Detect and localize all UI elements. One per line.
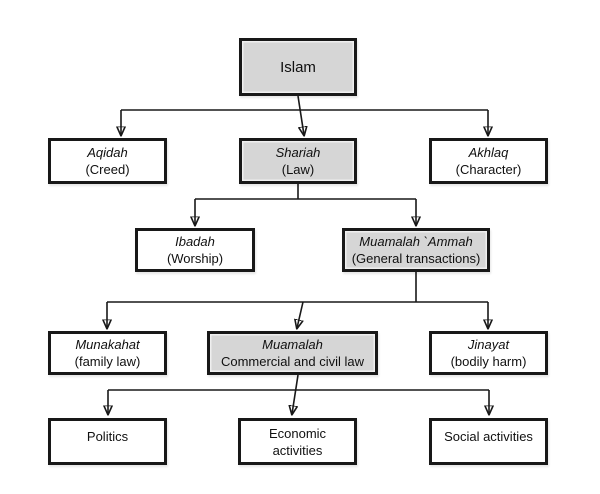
- node-sublabel: activities: [272, 442, 323, 458]
- edges-from-islam: [121, 95, 488, 135]
- node-social-activities: Social activities: [429, 418, 548, 465]
- node-label: Economic: [268, 425, 327, 441]
- node-label: Muamalah `Ammah: [359, 234, 473, 249]
- node-sublabel: (General transactions): [351, 251, 481, 266]
- node-munakahat: Munakahat (family law): [48, 331, 167, 375]
- edge-line: [297, 95, 304, 135]
- node-label: Akhlaq: [468, 145, 509, 160]
- edges-from-muamalah: [108, 374, 489, 414]
- node-sublabel: (family law): [74, 354, 141, 369]
- node-label: Shariah: [275, 145, 321, 160]
- node-akhlaq: Akhlaq (Character): [429, 138, 548, 184]
- node-politics: Politics: [48, 418, 167, 465]
- node-islam: Islam: [239, 38, 357, 96]
- node-label: Aqidah: [87, 145, 128, 160]
- node-shariah: Shariah (Law): [239, 138, 357, 184]
- node-label: Social activities: [444, 429, 533, 444]
- node-label: Islam: [280, 58, 316, 76]
- node-label: Ibadah: [175, 234, 215, 249]
- node-sublabel: Commercial and civil law: [220, 354, 365, 369]
- node-muamalah-ammah: Muamalah `Ammah (General transactions): [342, 228, 490, 272]
- node-aqidah: Aqidah (Creed): [48, 138, 167, 184]
- node-sublabel: (bodily harm): [450, 354, 527, 369]
- node-muamalah: Muamalah Commercial and civil law: [207, 331, 378, 375]
- node-label: Munakahat: [75, 337, 140, 352]
- node-ibadah: Ibadah (Worship): [135, 228, 255, 272]
- node-label: Muamalah: [262, 337, 323, 352]
- node-jinayat: Jinayat (bodily harm): [429, 331, 548, 375]
- edge-line: [297, 301, 303, 328]
- edge-line: [292, 374, 299, 414]
- edges-from-muamalah-ammah: [107, 272, 488, 328]
- node-sublabel: (Law): [281, 162, 315, 177]
- node-economic-activities: Economic activities: [238, 418, 357, 465]
- node-sublabel: (Character): [455, 162, 522, 177]
- node-label: Jinayat: [467, 337, 510, 352]
- node-label: Politics: [86, 429, 129, 444]
- edges-from-shariah: [195, 184, 416, 225]
- node-sublabel: (Worship): [166, 251, 224, 266]
- node-sublabel: (Creed): [85, 162, 130, 177]
